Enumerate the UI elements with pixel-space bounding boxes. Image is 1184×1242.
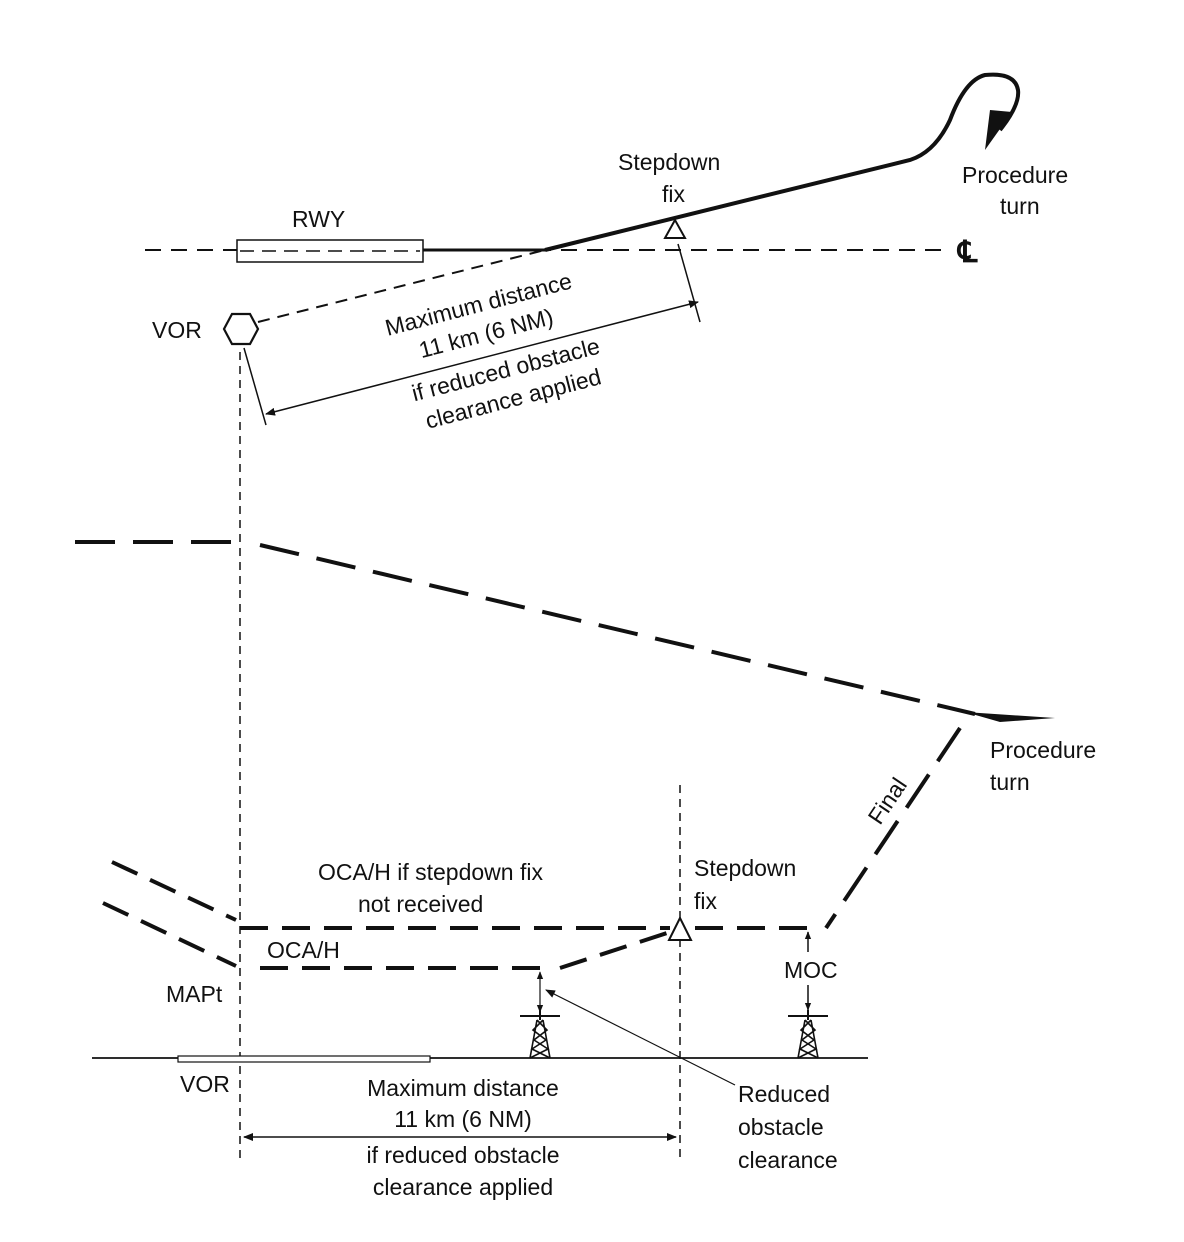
vor-ground-bar bbox=[177, 1055, 431, 1063]
profile-vor-label: VOR bbox=[180, 1071, 230, 1097]
rwy-label: RWY bbox=[292, 206, 345, 232]
distance-text-group: Maximum distance 11 km (6 NM) if reduced… bbox=[382, 268, 603, 434]
profile-distance-line3: if reduced obstacle bbox=[366, 1142, 559, 1168]
profile-distance-line4: clearance applied bbox=[373, 1174, 553, 1200]
profile-stepdown-fix-line2: fix bbox=[694, 888, 718, 914]
moc-label: MOC bbox=[784, 957, 838, 983]
missed-approach-upper bbox=[111, 860, 237, 922]
obstacle-tower-icon bbox=[520, 1010, 560, 1059]
final-label: Final bbox=[863, 773, 912, 829]
profile-view: Procedure turn Final OCA/H if stepdown f… bbox=[75, 540, 1096, 1200]
centerline-symbol: ℄ bbox=[956, 236, 978, 269]
profile-distance-line2: 11 km (6 NM) bbox=[394, 1106, 532, 1132]
stepdown-fix-triangle bbox=[663, 217, 687, 239]
descent-profile bbox=[259, 543, 976, 716]
inbound-track bbox=[544, 72, 1021, 252]
profile-stepdown-fix-line1: Stepdown bbox=[694, 855, 796, 881]
oca-label: OCA/H bbox=[267, 937, 340, 963]
reduced-line3: clearance bbox=[738, 1147, 838, 1173]
mapt-label: MAPt bbox=[166, 981, 223, 1007]
final-segment bbox=[824, 726, 962, 930]
plan-view: RWY Stepdown fix Procedure turn ℄ VOR Ma… bbox=[145, 72, 1068, 434]
oca-climb-line bbox=[559, 930, 671, 970]
profile-procedure-turn-line2: turn bbox=[990, 769, 1030, 795]
procedure-turn-label-line2: turn bbox=[1000, 193, 1040, 219]
reduced-line1: Reduced bbox=[738, 1081, 830, 1107]
stepdown-fix-label-line1: Stepdown bbox=[618, 149, 720, 175]
reduced-line2: obstacle bbox=[738, 1114, 824, 1140]
profile-distance-line1: Maximum distance bbox=[367, 1075, 559, 1101]
distance-arrow bbox=[265, 300, 699, 416]
vor-hexagon-icon bbox=[222, 312, 260, 346]
oca-not-received-line2: not received bbox=[358, 891, 483, 917]
missed-approach-lower bbox=[102, 901, 237, 968]
procedure-turn-label-line1: Procedure bbox=[962, 162, 1068, 188]
reduced-clearance-leader bbox=[545, 989, 736, 1086]
vor-label: VOR bbox=[152, 317, 202, 343]
distance-tick-vor bbox=[243, 347, 267, 426]
distance-tick-fix bbox=[677, 243, 701, 323]
oca-not-received-line1: OCA/H if stepdown fix bbox=[318, 859, 543, 885]
procedure-turn-profile bbox=[965, 712, 1055, 722]
stepdown-fix-label-line2: fix bbox=[662, 181, 686, 207]
profile-procedure-turn-line1: Procedure bbox=[990, 737, 1096, 763]
obstacle-tower-icon bbox=[788, 1010, 828, 1059]
profile-stepdown-fix-triangle bbox=[667, 915, 693, 941]
procedure-turn-arrow bbox=[985, 110, 1012, 150]
